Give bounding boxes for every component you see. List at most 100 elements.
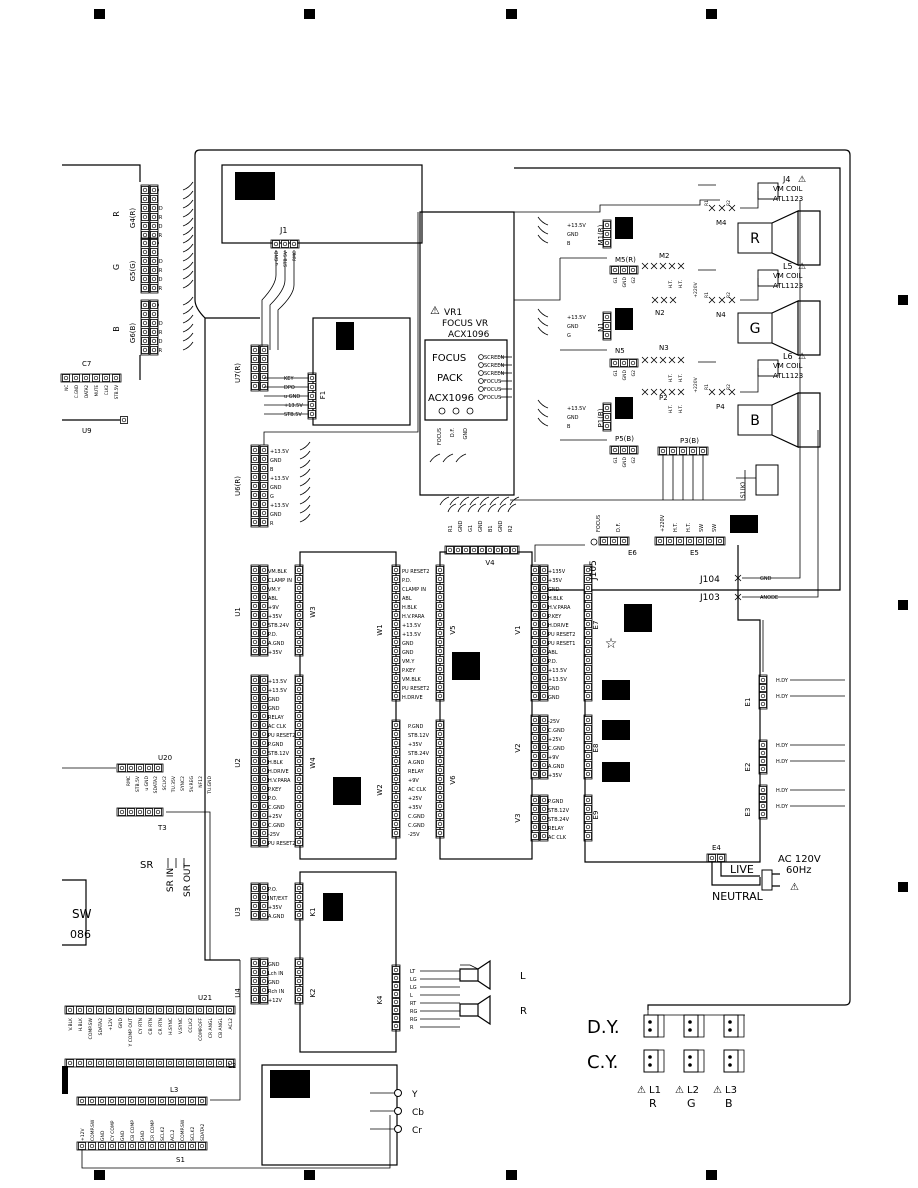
pin [584,575,592,583]
pin-hole [471,547,477,553]
pin-label: SCLK2 [190,1127,196,1141]
pin-hole [393,585,399,591]
pin-hole [252,885,258,891]
pin-label: INT/EXT [268,896,288,902]
pin-hole [393,603,399,609]
pin [436,766,444,774]
pin [392,647,400,655]
pin-hole [541,693,547,699]
pin-hole [437,749,443,755]
pin-hole [261,740,267,746]
pin-hole [142,329,148,335]
pin [260,629,268,637]
pin-hole [760,677,766,683]
pin-hole [67,1060,73,1066]
pin-label: u GND [274,250,280,265]
pin-hole [604,231,610,237]
pin-hole [707,538,713,544]
pin [251,811,259,819]
coil-dot [648,1063,652,1067]
pin-hole [393,767,399,773]
pin-hole [393,999,399,1005]
pin [699,447,707,455]
pin [540,665,548,673]
pin-hole [541,630,547,636]
pin-label: P.GND [408,724,423,730]
pin [260,473,268,481]
pin [178,1097,186,1105]
pin-hole [437,648,443,654]
pin [198,1142,206,1150]
pin-hole [495,547,501,553]
w-board [299,551,397,860]
pin-hole [261,713,267,719]
pin-hole [296,722,302,728]
pin [295,802,303,810]
pin [584,761,592,769]
wire [269,250,286,350]
pin-label: STB 5V [283,250,289,267]
connector-label: E2 [744,763,752,772]
pin [136,808,144,816]
connector-label: N5 [615,347,625,355]
wire [261,250,277,350]
pin-hole [261,776,267,782]
pin-hole [437,594,443,600]
pin [260,884,268,892]
pin-hole [142,196,148,202]
pin [260,509,268,517]
pin [759,757,767,765]
pin-label: P.O. [268,796,278,802]
pin [392,629,400,637]
pin-hole [393,576,399,582]
pin-hole [296,776,302,782]
pin-label: COMP.SW [180,1119,186,1141]
pin-hole [252,903,258,909]
wire [182,270,194,280]
pin [260,455,268,463]
pin-hole [393,612,399,618]
pin-hole [142,276,148,282]
ac-plug [761,869,773,891]
wire [537,399,549,409]
pin-hole [151,338,157,344]
pin-hole [252,969,258,975]
pin [295,902,303,910]
connector-body [259,674,269,848]
pin [308,410,316,418]
pin-hole [532,806,538,812]
pin-label: +9V [268,605,279,611]
pin-hole [142,320,148,326]
pin-hole [296,996,302,1002]
pin [540,674,548,682]
pin-hole [261,576,267,582]
connector-label: V3 [514,813,522,822]
pin [540,796,548,804]
pin [126,1006,134,1014]
pin-hole [760,742,766,748]
coil-dot [688,1020,692,1024]
pin-hole [97,1007,103,1013]
connector-body [149,237,159,294]
pin-label: +25V [548,737,563,743]
pin-label: +135V [548,569,566,575]
pin [620,359,628,367]
connector-label: U1 [234,607,242,617]
connector-label: L5 [783,262,793,271]
fp3: ACX1096 [428,393,474,404]
pin [78,1142,86,1150]
connector-label: P1(B) [597,408,605,427]
pin-hole [612,360,618,366]
pin [260,676,268,684]
pin-hole [532,833,538,839]
pin [540,761,548,769]
pin-hole [261,903,267,909]
pin-label: +13.5V [567,315,586,321]
pin-label: H.DRIVE [548,623,569,629]
pin-label: L [410,993,413,999]
connector-label: E4 [712,844,721,852]
pin [679,447,687,455]
pin-label: P.KEY [548,614,562,620]
wire [509,496,520,506]
connector-label: U6(R) [234,476,242,496]
